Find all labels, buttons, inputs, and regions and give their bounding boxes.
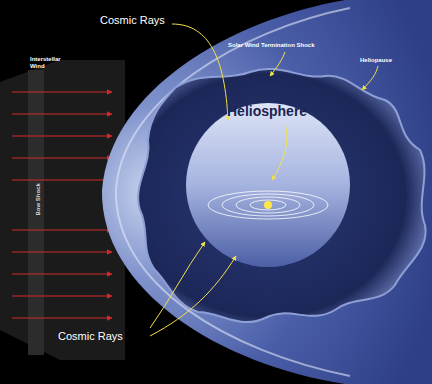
sun-symbol [264, 201, 272, 209]
interstellar-wind-arrows [12, 92, 112, 318]
heliosphere-label: Heliosphere [227, 104, 307, 119]
heliosphere-sphere [186, 103, 350, 267]
heliopause-label: Heliopause [360, 57, 392, 64]
cosmic-rays-label: Cosmic Rays [58, 330, 123, 342]
bow-shock-label: Bow Shock [35, 167, 42, 231]
planet-orbits [208, 191, 328, 219]
heliopause-shape [102, 0, 432, 384]
termination-shock-region [138, 69, 426, 322]
termination-shock-label: Solar Wind Termination Shock [228, 42, 315, 49]
cosmic-rays-label: Cosmic Rays [100, 14, 165, 26]
interstellar-wind-label: Interstellar Wind [30, 56, 68, 69]
bow-shock-band [28, 70, 44, 355]
leader-lines [150, 24, 378, 336]
